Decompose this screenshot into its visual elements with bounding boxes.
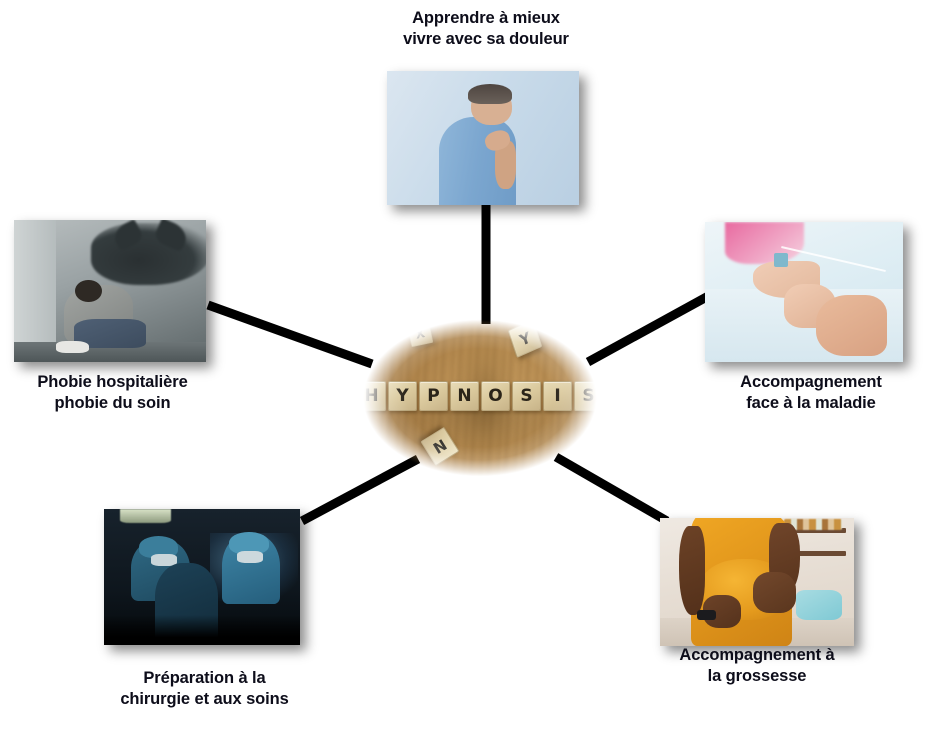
node-grossesse-label: Accompagnement à la grossesse — [646, 645, 868, 687]
center-hypnosis-ellipse[interactable]: X Y H Y P N O S I S N — [352, 312, 608, 484]
hypnosis-tile-row: H Y P N O S I S — [357, 381, 603, 412]
node-grossesse-image[interactable] — [660, 518, 854, 646]
tile-letter: Y — [388, 381, 417, 412]
node-maladie-label-line2: face à la maladie — [746, 394, 876, 413]
node-douleur-label-line1: Apprendre à mieux — [412, 9, 560, 27]
node-grossesse-label-line2: la grossesse — [707, 667, 807, 686]
pregnancy-illustration — [660, 518, 854, 646]
node-phobie-label-line1: Phobie hospitalière — [37, 373, 188, 391]
node-phobie-label-line2: phobie du soin — [54, 394, 171, 413]
node-chirurgie-label-line1: Préparation à la — [143, 669, 266, 687]
node-chirurgie-label: Préparation à la chirurgie et aux soins — [92, 668, 317, 710]
tile-shadow — [377, 408, 583, 454]
node-chirurgie-image[interactable] — [104, 509, 300, 645]
tile-letter: H — [357, 381, 386, 412]
node-chirurgie-label-line2: chirurgie et aux soins — [120, 690, 289, 709]
node-douleur-image[interactable] — [387, 71, 579, 205]
tile-letter: I — [543, 381, 572, 412]
hospital-hand-illustration — [705, 222, 903, 362]
tile-letter: N — [450, 381, 479, 412]
node-phobie-image[interactable] — [14, 220, 206, 362]
connector-line-phobie — [206, 300, 374, 369]
phobia-shadow-illustration — [14, 220, 206, 362]
tile-letter: S — [574, 381, 603, 412]
node-grossesse-label-line1: Accompagnement à — [679, 646, 835, 664]
operating-room-illustration — [104, 509, 300, 645]
tile-letter: P — [419, 381, 448, 412]
tile-letter: S — [512, 381, 541, 412]
node-maladie-image[interactable] — [705, 222, 903, 362]
loose-tile-x: X — [406, 319, 434, 348]
node-maladie-label-line1: Accompagnement — [740, 373, 882, 391]
node-phobie-label: Phobie hospitalière phobie du soin — [0, 372, 225, 414]
shoulder-pain-illustration — [387, 71, 579, 205]
node-douleur-label: Apprendre à mieux vivre avec sa douleur — [355, 8, 617, 50]
node-douleur-label-line2: vivre avec sa douleur — [403, 30, 569, 49]
node-maladie-label: Accompagnement face à la maladie — [700, 372, 922, 414]
tile-letter: O — [481, 381, 510, 412]
